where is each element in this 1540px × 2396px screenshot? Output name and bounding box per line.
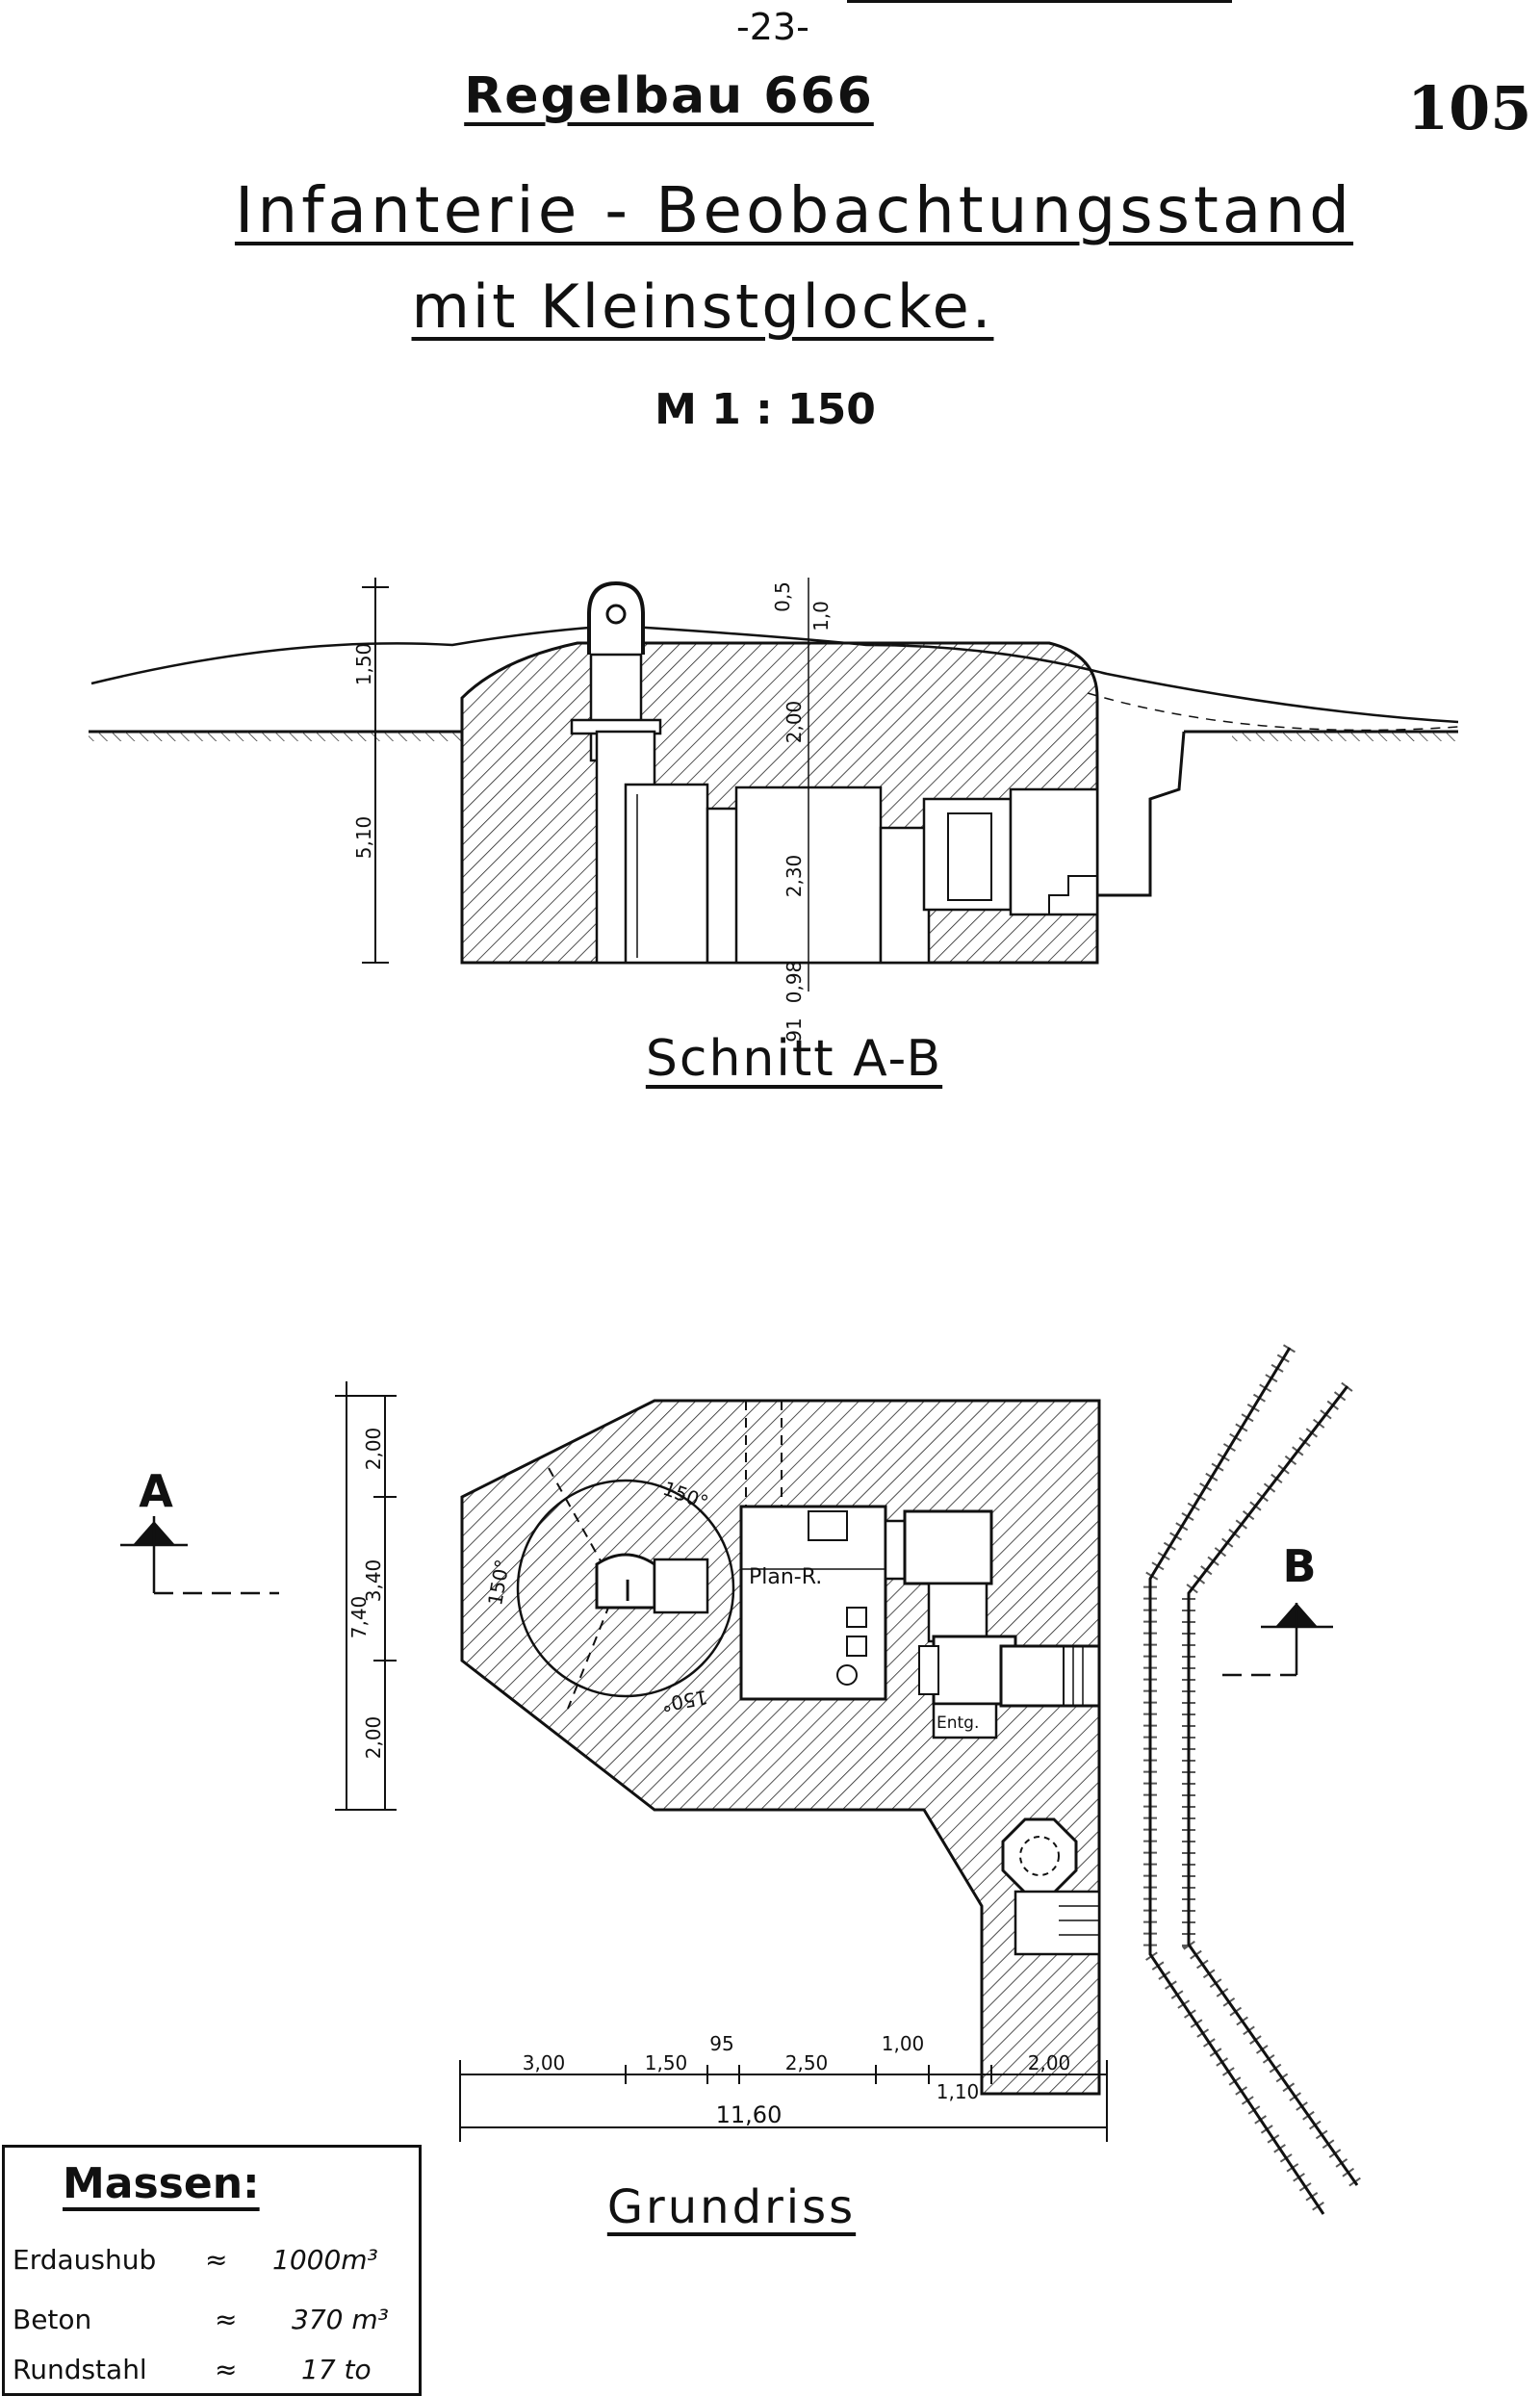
bottom-dim-d7: 2,00 bbox=[1028, 2051, 1071, 2074]
top-rule bbox=[847, 0, 1232, 3]
left-dim-top: 2,00 bbox=[362, 1428, 385, 1471]
massen-label: Erdaushub bbox=[13, 2244, 157, 2276]
bottom-dim-d4: 2,50 bbox=[785, 2051, 829, 2074]
massen-label: Rundstahl bbox=[13, 2354, 147, 2385]
plan-entg-label: Entg. bbox=[937, 1713, 979, 1733]
page-number: 105 bbox=[1407, 73, 1532, 143]
dim-top-cover: 1,50 bbox=[352, 643, 375, 686]
plan-entg-room bbox=[932, 1702, 998, 1739]
emergency-exit bbox=[1001, 1817, 1078, 1894]
dim-glocke-2: 1,0 bbox=[809, 601, 833, 631]
observation-arc bbox=[516, 1479, 735, 1698]
massen-label: Beton bbox=[13, 2304, 92, 2335]
section-door bbox=[947, 812, 992, 901]
page-marker: -23- bbox=[736, 6, 809, 48]
massen-sign: ≈ bbox=[215, 2304, 238, 2335]
section-room-3 bbox=[922, 797, 1013, 912]
left-dim-mid: 3,40 bbox=[362, 1559, 385, 1603]
massen-box: Massen: Erdaushub ≈ 1000m³ Beton ≈ 370 m… bbox=[2, 2145, 422, 2396]
ground-hatch-left bbox=[89, 732, 462, 741]
trench-wall-outer bbox=[1148, 1347, 1325, 2215]
massen-sign: ≈ bbox=[215, 2354, 238, 2385]
bottom-dim-d6: 1,10 bbox=[937, 2080, 980, 2103]
marker-a: A bbox=[139, 1465, 173, 1517]
plan-entrance bbox=[999, 1644, 1101, 1708]
section-passage-2 bbox=[879, 826, 931, 965]
section-caption: Schnitt A-B bbox=[645, 1030, 943, 1088]
massen-value: 17 to bbox=[301, 2354, 372, 2385]
massen-value: 1000m³ bbox=[272, 2244, 378, 2276]
main-title-line1: Infanterie - Beobachtungsstand bbox=[234, 173, 1354, 247]
left-dim-total: 7,40 bbox=[347, 1596, 371, 1639]
plan-drawing: I 150° 150° 150° Plan-R. Entg. A B 7,40 bbox=[120, 1344, 1363, 2218]
dim-glocke-1: 0,5 bbox=[771, 581, 794, 612]
bottom-dim-d5: 1,00 bbox=[882, 2032, 925, 2055]
left-dim-bottom: 2,00 bbox=[362, 1716, 385, 1760]
glocke-label: I bbox=[624, 1575, 632, 1609]
massen-sign: ≈ bbox=[205, 2244, 228, 2276]
section-room-1 bbox=[624, 783, 709, 965]
emergency-exit-stairs bbox=[1014, 1890, 1101, 1956]
plan-room-label: Plan-R. bbox=[749, 1565, 822, 1589]
plan-glocke-collar bbox=[653, 1558, 709, 1614]
dim-floor-1: 0,98 bbox=[783, 961, 806, 1004]
regelbau-title: Regelbau 666 bbox=[464, 67, 874, 125]
massen-title: Massen: bbox=[63, 2159, 260, 2208]
marker-b: B bbox=[1282, 1540, 1316, 1592]
bottom-dim-d3: 95 bbox=[709, 2032, 733, 2055]
glocke bbox=[587, 580, 645, 655]
trench-wall-inner bbox=[1187, 1385, 1359, 2186]
trench-cut bbox=[1095, 731, 1186, 963]
bottom-dim-total: 11,60 bbox=[716, 2101, 783, 2128]
bottom-dim-d1: 3,00 bbox=[523, 2051, 566, 2074]
massen-value: 370 m³ bbox=[292, 2304, 389, 2335]
scale-label: M 1 : 150 bbox=[654, 385, 876, 434]
dim-total-height: 5,10 bbox=[352, 816, 375, 860]
earth-mound-dashed bbox=[1087, 692, 1459, 732]
plan-room bbox=[739, 1505, 887, 1701]
plan-room-2 bbox=[903, 1509, 993, 1585]
ground-hatch-right bbox=[1232, 732, 1458, 741]
main-title-line2: mit Kleinstglocke. bbox=[411, 271, 994, 342]
dim-floor-2: 91 bbox=[783, 1018, 806, 1042]
section-steps bbox=[1048, 875, 1097, 915]
section-entrance bbox=[1009, 787, 1099, 916]
bottom-dim-d2: 1,50 bbox=[645, 2051, 688, 2074]
glocke-port bbox=[605, 604, 627, 625]
dim-room: 2,30 bbox=[783, 855, 806, 898]
plan-caption: Grundriss bbox=[606, 2180, 857, 2234]
section-drawing: 1,50 5,10 2,00 2,30 0,5 1,0 0,98 91 bbox=[89, 578, 1459, 1043]
earth-mound bbox=[90, 624, 1459, 724]
dim-roof: 2,00 bbox=[783, 701, 806, 744]
